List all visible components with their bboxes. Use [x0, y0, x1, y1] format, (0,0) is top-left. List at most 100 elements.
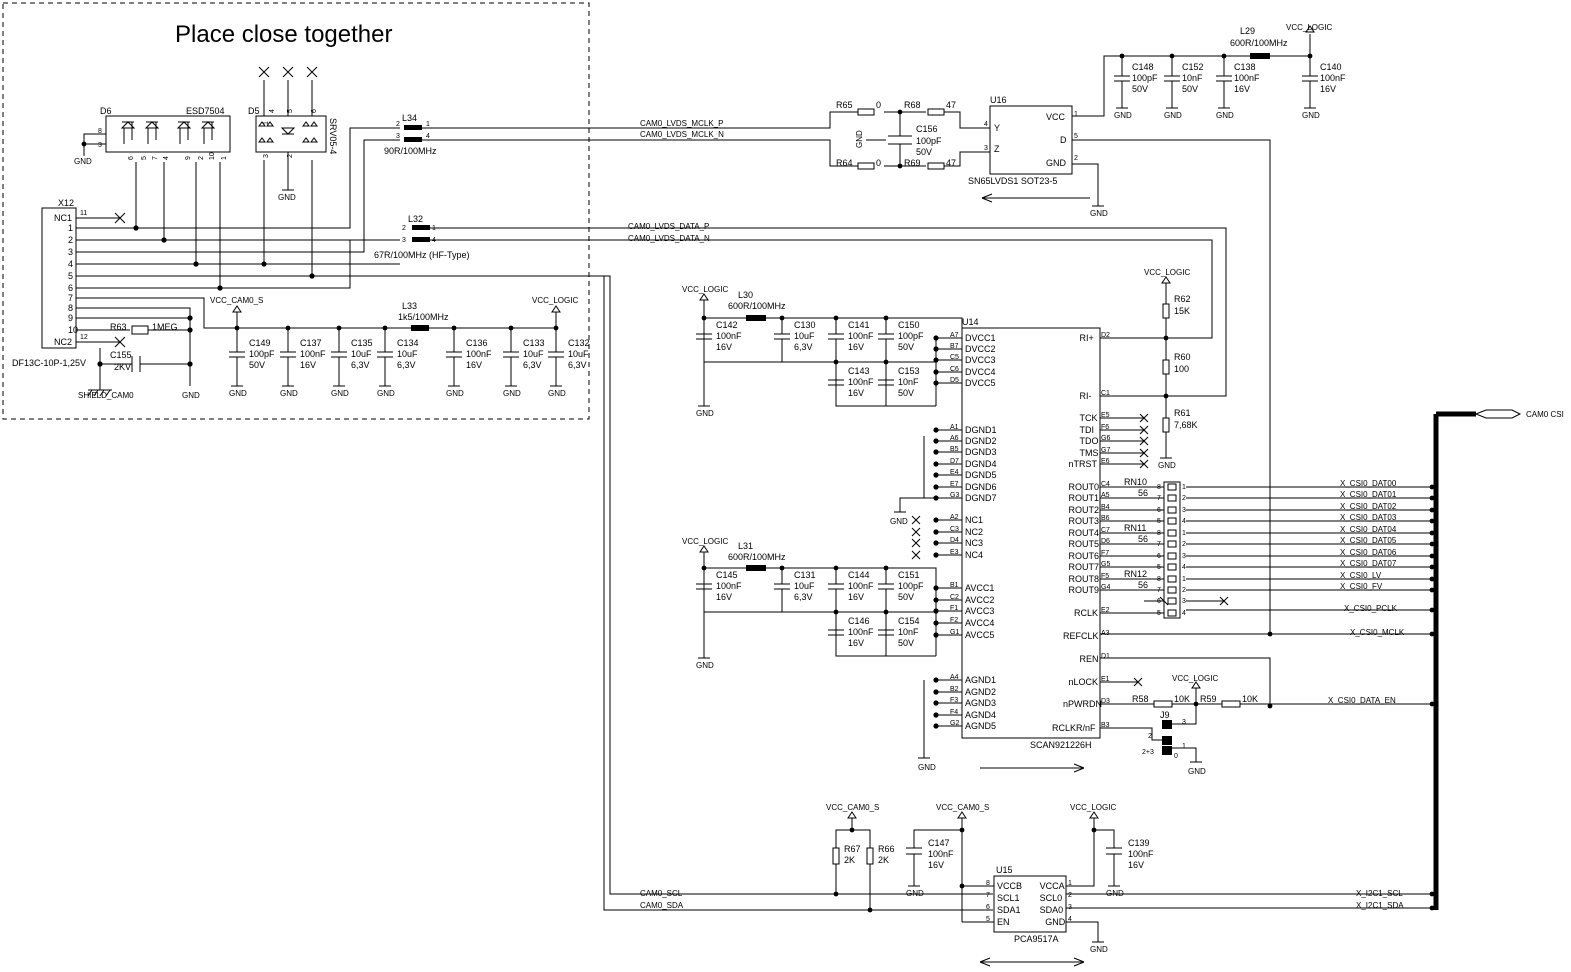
cap-voltage: 6,3V: [397, 360, 416, 370]
csi-net-label: X_CSI0_DAT05: [1340, 536, 1397, 545]
capacitor-icon: [280, 328, 296, 386]
cap-value: 10uF: [568, 349, 589, 359]
diode-icon: [310, 121, 318, 143]
d6-pin-num: 7: [152, 156, 159, 160]
svg-text:1k5/100MHz: 1k5/100MHz: [398, 312, 449, 322]
cap-ref: C152: [1182, 62, 1204, 72]
rn-element: [1167, 552, 1177, 560]
capacitor-icon: [377, 328, 393, 386]
u14-pin-name: DGND6: [965, 482, 997, 492]
capacitor-icon: [878, 362, 894, 406]
u14-pin-name: ROUT0: [1069, 482, 1100, 492]
cap-value: 100pF: [249, 349, 275, 359]
u14-pin-name: DVCC4: [965, 367, 996, 377]
u14-pin-num: F3: [950, 697, 958, 704]
svg-text:GND: GND: [1106, 889, 1124, 898]
u14-pin-name: AVCC5: [965, 630, 994, 640]
svg-text:4: 4: [984, 121, 988, 128]
u14-pin-num: A1: [950, 424, 959, 431]
r64-resistor: [857, 162, 875, 170]
svg-text:VCC_LOGIC: VCC_LOGIC: [1172, 674, 1218, 683]
u14-pin-num: C5: [950, 354, 959, 361]
d5-pin-num: 6: [311, 109, 318, 113]
cap-value: 100nF: [466, 349, 492, 359]
u14-pin-num: D2: [1101, 332, 1110, 339]
svg-text:8: 8: [1157, 576, 1161, 583]
cap-value: 100nF: [716, 581, 742, 591]
cap-ref: C145: [716, 570, 738, 580]
tvs-diode-icon: [120, 121, 136, 144]
svg-text:7: 7: [1157, 541, 1161, 548]
cam-power-bank: VCC_CAM0_S VCC_LOGIC L33 1k5/100MHz GND …: [182, 296, 590, 400]
cap-value: 10uF: [794, 581, 815, 591]
svg-text:RN11: RN11: [1124, 523, 1146, 533]
cap-ref: C142: [716, 320, 738, 330]
svg-text:600R/100MHz: 600R/100MHz: [728, 301, 786, 311]
connector-x12: X12 DF13C-10P-1,25V NC112345678910NC2111…: [12, 198, 88, 368]
no-connect-icon: [911, 515, 921, 525]
cap-voltage: 16V: [848, 592, 864, 602]
svg-text:15K: 15K: [1174, 306, 1190, 316]
svg-text:GND: GND: [278, 193, 296, 202]
svg-text:67R/100MHz (HF-Type): 67R/100MHz (HF-Type): [374, 250, 470, 260]
svg-text:VCC_CAM0_S: VCC_CAM0_S: [210, 296, 263, 305]
cap-ref: C143: [848, 366, 870, 376]
u14-pin-num: B7: [950, 343, 959, 350]
u14-pin-num: C6: [950, 366, 959, 373]
svg-text:GND: GND: [1090, 209, 1108, 218]
svg-text:GND: GND: [696, 661, 714, 670]
svg-text:D: D: [1060, 135, 1067, 145]
cap-voltage: 16V: [1234, 84, 1250, 94]
u14-pin-name: RCLKR/nF: [1052, 723, 1096, 733]
u14-pin-name: DVCC1: [965, 333, 996, 343]
csi-net-label: X_CSI0_DAT07: [1340, 559, 1397, 568]
u14-pin-num: E4: [950, 469, 959, 476]
svg-text:SCL0: SCL0: [1040, 893, 1063, 903]
svg-text:56: 56: [1138, 534, 1148, 544]
rn-element: [1167, 540, 1177, 548]
svg-text:16V: 16V: [928, 860, 944, 870]
d6-pin-num: 1: [221, 156, 228, 160]
d5-pin-num: 4: [269, 109, 276, 113]
tvs-diode-icon: [200, 121, 216, 144]
u14-pin-num: G3: [950, 492, 959, 499]
x12-pin-num: 12: [80, 334, 88, 341]
svg-text:SDA1: SDA1: [997, 905, 1021, 915]
svg-text:J9: J9: [1160, 710, 1170, 720]
capacitor-icon: [229, 328, 245, 386]
rn-element: [1167, 517, 1177, 525]
u14-pin-num: F2: [950, 617, 958, 624]
net-data-n: CAM0_LVDS_DATA_N: [628, 234, 710, 243]
cap-ref: C153: [898, 366, 920, 376]
capacitor-icon: [1216, 56, 1232, 108]
d5-pin-num: 2: [287, 154, 294, 158]
cap-voltage: 50V: [249, 360, 265, 370]
cap-ref: C149: [249, 338, 271, 348]
u14-pin-num: F5: [1101, 573, 1109, 580]
svg-text:0: 0: [876, 100, 881, 110]
svg-text:R68: R68: [904, 100, 921, 110]
cap-ref: C148: [1132, 62, 1154, 72]
cap-ref: C130: [794, 320, 816, 330]
svg-text:ESD7504: ESD7504: [186, 106, 225, 116]
cap-value: 100pF: [898, 331, 924, 341]
svg-text:SRV05-4: SRV05-4: [328, 118, 338, 154]
svg-text:10K: 10K: [1242, 694, 1258, 704]
csi-net-label: X_CSI0_DAT06: [1340, 548, 1397, 557]
cap-value: 100nF: [1320, 73, 1346, 83]
cap-voltage: 16V: [848, 388, 864, 398]
svg-text:X_CSI0_MCLK: X_CSI0_MCLK: [1350, 628, 1405, 637]
svg-text:EN: EN: [997, 917, 1010, 927]
x12-ref: X12: [58, 198, 74, 208]
svg-text:GND: GND: [1045, 917, 1066, 927]
cap-voltage: 50V: [898, 592, 914, 602]
u14-pin-num: G1: [950, 629, 959, 636]
u14-pin-num: A7: [950, 332, 959, 339]
cap-value: 10uF: [351, 349, 372, 359]
no-connect-icon: [911, 538, 921, 548]
svg-text:D5: D5: [248, 106, 260, 116]
svg-text:VCC_LOGIC: VCC_LOGIC: [682, 285, 728, 294]
svg-text:100: 100: [1174, 364, 1189, 374]
cap-ref: C137: [300, 338, 322, 348]
